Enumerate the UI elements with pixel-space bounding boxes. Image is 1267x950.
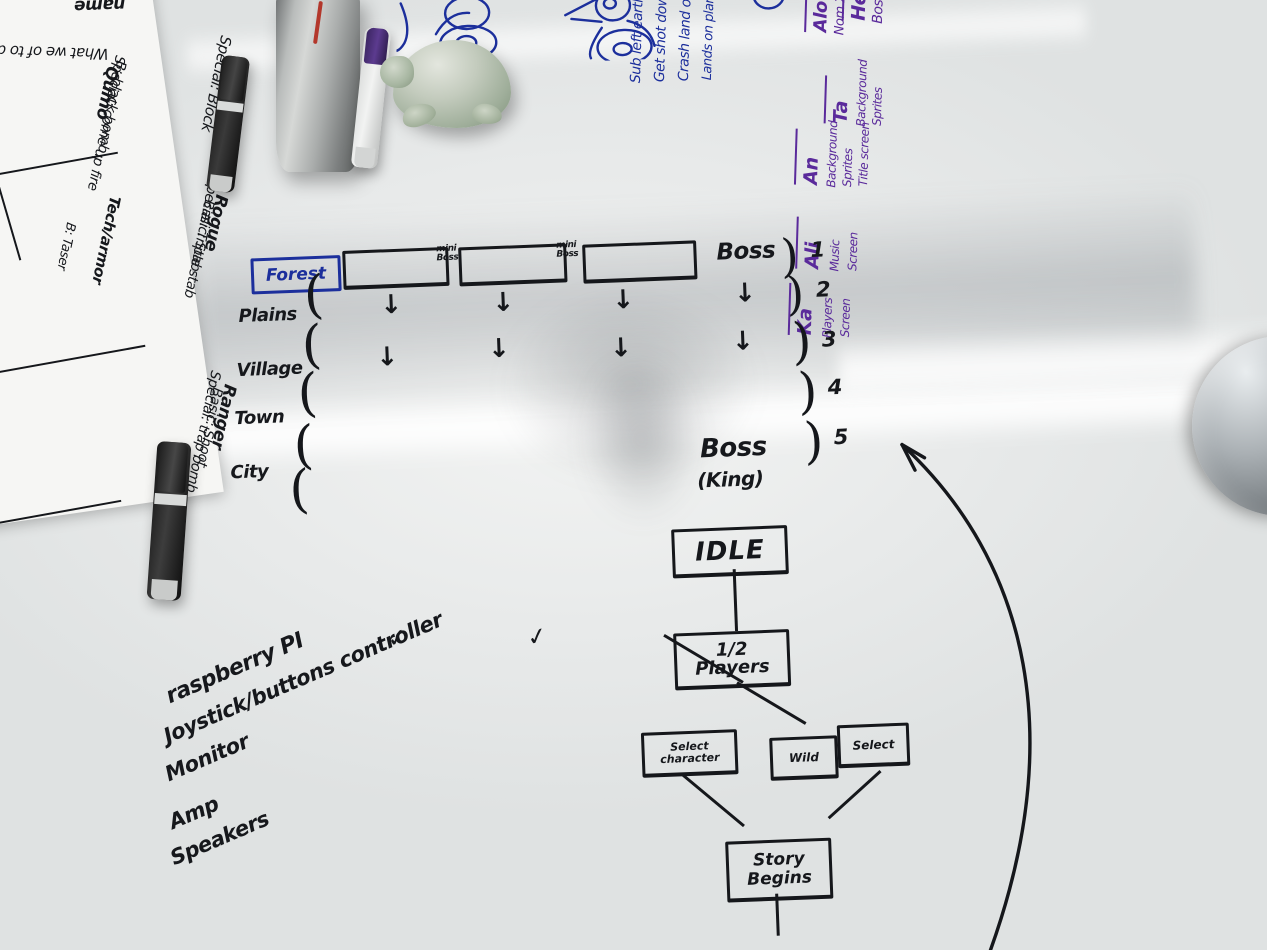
state-node-players: 1/2 Players [673,629,792,691]
level-row-label-plains: Plains [238,303,298,327]
level-number-brace-3: ) [790,312,813,371]
design-bullet-2: Crash land on planet [675,0,697,82]
assignee-role-alo: Nom 2.1 [832,0,849,36]
level-arrow-c2-r1: ↓ [491,287,515,319]
level-number-brace-4: ) [796,361,819,421]
state-node-idle: IDLE [671,525,789,579]
assignee-initials-alo: Alo [810,0,833,33]
assignee-bullet-ta-1: Sprites [869,87,885,127]
level-number-3: 3 [821,327,837,352]
level-stage-box-2 [458,243,568,287]
state-edge-idle-players [732,569,739,632]
assignee-bullet-an-1: Sprites [840,148,856,188]
level-row-label-city: City [230,460,269,484]
turtle-head [380,56,414,88]
assignee-bullet-ta-0: Background [853,59,870,127]
state-node-story: Story Begins [725,837,834,903]
sheet-header-note: What we of to do [0,41,109,63]
level-stage-box-3 [582,240,698,284]
level-number-1: 1 [810,237,826,262]
level-arrow-c3-r2: ↓ [609,332,633,364]
level-row-label-village: Village [236,357,303,382]
level-final-boss-sub: (King) [696,465,764,493]
level-row-brace-4: ( [288,459,311,521]
level-boss-label: Boss [716,237,776,266]
level-final-boss-label: Boss [699,431,768,465]
sheet-header: name [74,0,126,17]
level-arrow-c4-r1: ↓ [733,278,757,309]
assignee-bullet-an-2: Title screen [856,122,873,187]
level-stage-box-1 [342,246,450,290]
state-edge-players-mid [736,681,807,725]
level-number-2: 2 [815,277,831,302]
level-row-brace-0: ( [302,264,326,326]
feedback-loop-arrow [900,442,1032,950]
assignee-initials-he: He [847,0,871,22]
assignee-bullet-an-0: Background [824,120,841,188]
level-number-4: 4 [827,374,843,400]
level-row-label-town: Town [234,406,285,430]
level-arrow-c4-r2: ↓ [731,326,755,358]
state-node-select-character: Select character [640,729,739,778]
state-edge-left-story [681,773,745,828]
level-number-brace-2: ) [785,266,806,321]
assignee-bullet-ali-0: Music [827,239,843,272]
blue-creature-doodles [393,0,785,66]
level-arrow-c1-r2: ↓ [375,341,399,373]
assignee-bullet-ali-1: Screen [845,232,861,272]
level-arrow-c1-r1: ↓ [379,289,403,321]
state-node-wild: Wild [769,735,839,781]
hardware-check-1: ✓ [524,621,550,653]
level-mini-boss-label-1: mini Boss [435,243,459,263]
assignee-role-he: Boss A.I. [870,0,888,24]
level-start-forest: Forest [250,255,342,295]
level-mini-boss-label-2: mini Boss [555,239,579,260]
assignee-initials-an: An [799,157,823,186]
level-arrow-c3-r1: ↓ [611,284,635,316]
level-arrow-c2-r2: ↓ [487,333,511,365]
level-row-brace-2: ( [296,363,320,424]
assignee-bullet-ka-1: Screen [837,298,854,338]
metal-water-bottle [276,0,360,172]
